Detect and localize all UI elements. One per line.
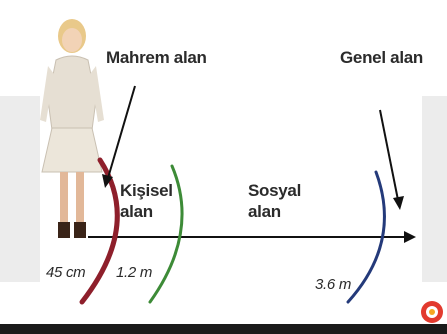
personal-zone-label-line1: Kişisel <box>120 181 173 200</box>
axis-arrowhead <box>404 231 416 243</box>
social-zone-label-line1: Sosyal <box>248 181 302 200</box>
intimate-zone-label: Mahrem alan <box>106 48 207 67</box>
distance-label-intimate: 45 cm <box>46 264 86 281</box>
social-zone-label-line2: alan <box>248 202 281 221</box>
woman-figure <box>40 19 104 238</box>
distance-label-social: 3.6 m <box>315 276 352 293</box>
public-pointer-line <box>379 109 399 201</box>
intimate-pointer-line <box>107 85 136 179</box>
public-zone-label: Genel alan <box>340 48 423 67</box>
public-pointer-head <box>393 196 404 210</box>
diagram-panel <box>40 96 422 286</box>
bottom-bar <box>0 324 447 334</box>
social-zone-arc <box>346 170 386 304</box>
intimate-pointer-head <box>102 174 113 188</box>
intimate-zone-arc <box>79 157 120 305</box>
personal-zone-label-line2: alan <box>120 202 153 221</box>
personal-zone-label: Kişisel alan <box>120 180 173 222</box>
distance-label-personal: 1.2 m <box>116 264 153 281</box>
watermark-logo-icon <box>421 301 443 323</box>
personal-zone-arc <box>148 164 184 304</box>
social-zone-label: Sosyal alan <box>248 180 301 222</box>
